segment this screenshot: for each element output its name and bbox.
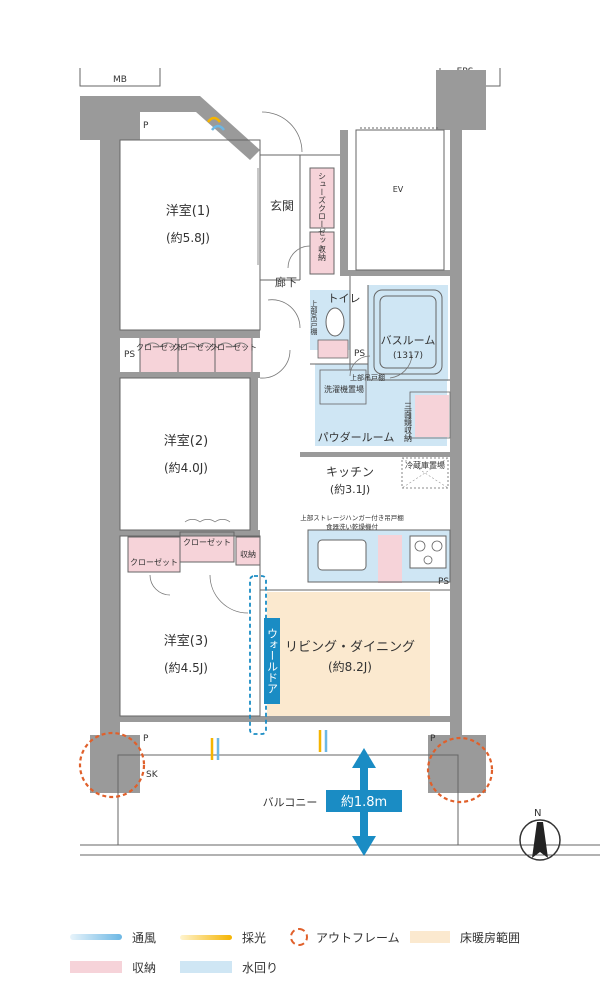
fridge-space [401,457,449,489]
legend-ventilation-label: 通風 [132,930,157,945]
legend-floor-heating-label: 床暖房範囲 [460,930,521,945]
floor-heating-area [267,592,430,716]
ventilation-swatch [70,934,122,940]
balcony-depth-label: 約1.8m [341,795,387,810]
bathroom-label: バスルーム [381,334,436,347]
bath-size-label: (1317) [393,351,423,361]
room2-size: (約4.0J) [164,460,208,475]
mirror-storage-label: 三面鏡収納 [404,402,413,443]
legend-lighting-label: 採光 [242,930,267,945]
closet-label-4: クローゼット [183,537,231,547]
kitchen-note-2: 食器洗い乾燥機付 [326,522,379,531]
ev-label: EV [393,185,404,194]
ps-label-3: PS [438,577,449,587]
closet-label-1: クローゼット [136,342,184,352]
wall-door-frame [249,575,267,735]
powder-room-label: パウダールーム [318,430,395,444]
legend-outframe: アウトフレーム [290,928,400,946]
genkan-label: 玄関 [270,198,294,213]
outframe-right [426,736,494,804]
wall-door-badge [264,618,280,704]
kitchen-size-label: (約3.1J) [330,482,370,496]
p-label-1: P [143,121,149,131]
outframe-swatch [290,928,308,946]
room1-size: (約5.8J) [166,230,210,245]
legend-water-label: 水回り [242,960,279,975]
toilet-cabinet-label: 上部吊戸棚 [310,299,318,336]
living-size: (約8.2J) [328,659,372,674]
balcony-depth-arrow [326,748,402,856]
room1-name: 洋室(1) [166,203,210,219]
p-label-3: P [430,734,436,744]
room2-name: 洋室(2) [164,433,208,449]
water-swatch [180,961,232,973]
closet-label-2: クローゼット [172,342,220,352]
corridor-label: 廊下 [275,275,297,289]
toilet-fixture [325,307,345,337]
kitchen-note-1: 上部ストレージハンガー付き吊戸棚 [300,513,404,522]
storage-label-1: 収納 [318,244,327,262]
legend-ventilation: 通風 [70,928,156,946]
laundry-cabinet-label: 上部吊戸棚 [350,373,385,382]
legend-storage: 収納 [70,958,156,976]
ps-label-2: PS [354,349,365,359]
interior-lines [80,139,600,856]
compass [519,819,561,861]
living-name: リビング・ダイニング [285,640,415,655]
bathtub [373,289,443,375]
walls [80,70,486,793]
north-label: N [534,808,541,819]
legend-lighting: 採光 [180,928,266,946]
p-label-2: P [143,734,149,744]
floor-plan: MB EPS [78,67,600,861]
shoe-closet-label: シューズクローゼット [318,172,327,252]
legend-storage-label: 収納 [132,960,157,975]
kitchen-sink [317,539,367,571]
mb-label: MB [113,75,127,85]
legend-outframe-label: アウトフレーム [316,930,400,945]
door-swings [144,111,413,614]
legend-water: 水回り [180,958,278,976]
ps-label-1: PS [124,350,135,360]
legend-floor-heating: 床暖房範囲 [410,928,520,946]
fridge-label: 冷蔵庫置場 [405,460,445,470]
vent-light-marks [207,116,328,760]
laundry-label: 洗濯機置場 [324,384,364,394]
storage-swatch [70,961,122,973]
closet-label-3: クローゼット [209,342,257,352]
laundry-space [319,369,367,405]
storage-label-2: 収納 [240,549,256,559]
sk-label: SK [146,770,159,780]
room3-name: 洋室(3) [164,633,208,649]
closet-label-5: クローゼット [130,557,178,567]
stove [409,535,447,569]
lighting-swatch [180,934,232,940]
legend: 通風 採光 アウトフレーム 床暖房範囲 収納 水回り [0,918,600,988]
room3-size: (約4.5J) [164,660,208,675]
floor-heating-swatch [410,931,450,943]
outframe-left [78,731,146,799]
storage-areas [128,168,449,583]
toilet-label: トイレ [328,292,361,305]
ev-shaft [355,129,445,271]
kitchen-label: キッチン [326,465,374,479]
balcony-label: バルコニー [263,796,318,809]
wall-door-label: ウォールドア [266,628,279,694]
angled-wall [140,96,260,160]
